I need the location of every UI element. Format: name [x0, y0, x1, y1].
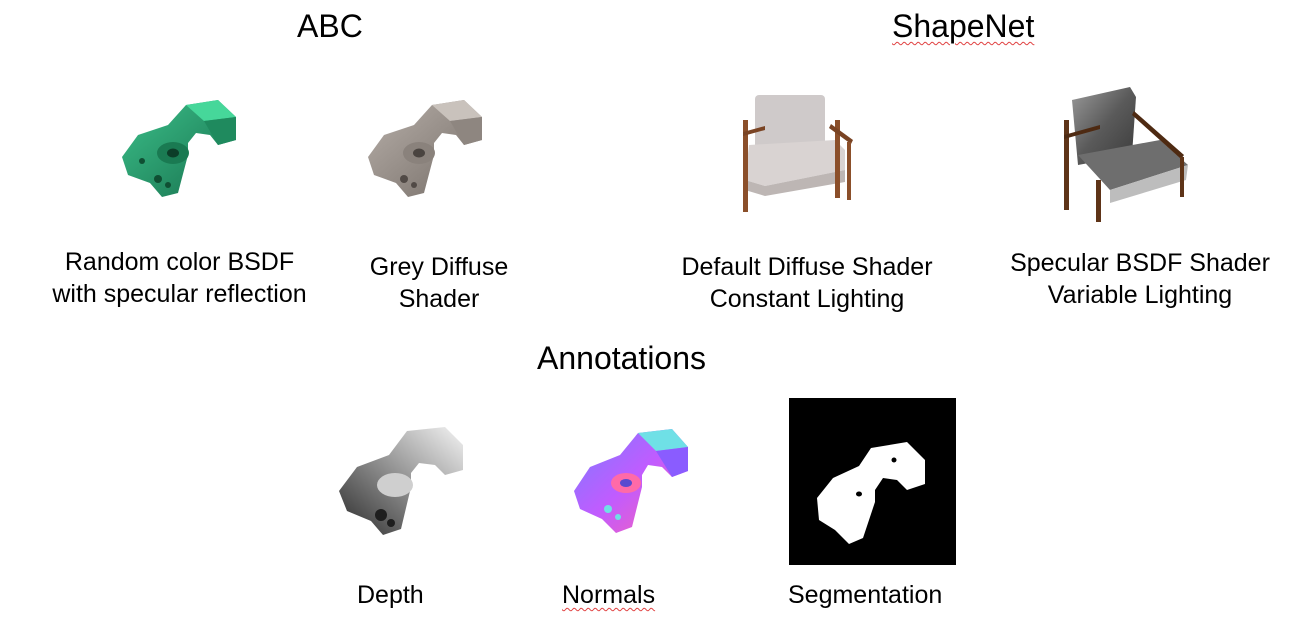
normals-map-render: [574, 429, 688, 533]
caption-line: Shader: [398, 285, 480, 313]
caption-line: Grey Diffuse: [369, 253, 509, 281]
default-diffuse-caption: Default Diffuse Shader Constant Lighting: [671, 251, 943, 315]
chair-diffuse-render: [743, 95, 853, 212]
caption-line: Random color BSDF: [64, 248, 295, 276]
caption-line: Specular BSDF Shader: [1010, 249, 1270, 277]
depth-label: Depth: [357, 581, 424, 609]
shapenet-heading: ShapeNet: [892, 8, 1035, 44]
green-part-render: [122, 100, 236, 197]
caption-line: Default Diffuse Shader: [681, 253, 933, 281]
caption-line: Variable Lighting: [1047, 281, 1233, 309]
specular-bsdf-caption: Specular BSDF Shader Variable Lighting: [1001, 247, 1279, 311]
segmentation-mask: [817, 442, 925, 544]
chair-specular-render: [1064, 87, 1188, 222]
segmentation-mask-panel: [789, 398, 956, 565]
annotations-heading: Annotations: [537, 340, 707, 376]
depth-map-render: [339, 427, 463, 535]
grey-part-render: [368, 100, 482, 197]
segmentation-label: Segmentation: [788, 581, 943, 609]
grey-diffuse-caption: Grey Diffuse Shader: [358, 251, 520, 315]
caption-line: with specular reflection: [52, 280, 307, 308]
caption-line: Constant Lighting: [709, 285, 905, 313]
normals-label: Normals: [562, 581, 656, 609]
abc-heading: ABC: [297, 8, 363, 44]
random-color-caption: Random color BSDF with specular reflecti…: [37, 246, 322, 310]
